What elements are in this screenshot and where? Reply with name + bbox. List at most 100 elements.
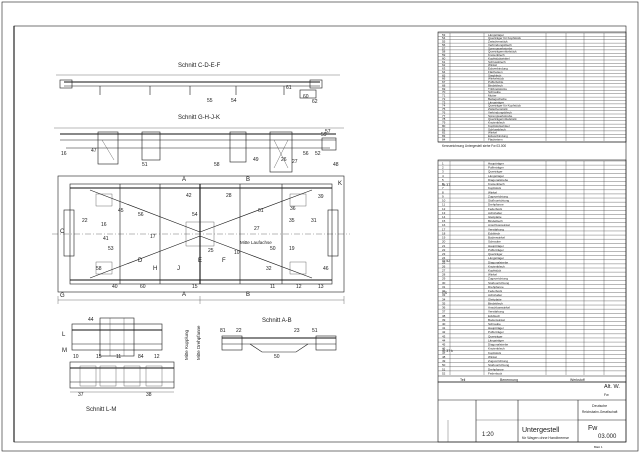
ghjk-callout-27: 27 <box>292 159 298 165</box>
plan-callout-54: 54 <box>192 212 198 218</box>
part-number: 83 <box>442 134 446 138</box>
part-number: 3 <box>442 170 444 174</box>
ghjk-callout-26: 26 <box>281 157 287 163</box>
plan-callout-50: 50 <box>270 246 276 252</box>
part-number: 74 <box>442 104 446 108</box>
part-number: 60 <box>442 56 446 60</box>
part-number: 46 <box>442 347 446 351</box>
part-label: Flacheisen <box>488 70 503 74</box>
section-cdef: Schnitt C-D-E-F 54 55 60 61 62 <box>56 63 340 105</box>
plan-callout-32: 32 <box>266 266 272 272</box>
plan-callout-40: 40 <box>112 284 118 290</box>
part-label: Querträgermittelstück <box>488 117 517 121</box>
company-bottom: Reichsbahn-Gesellschaft <box>582 410 618 414</box>
part-label: Schlussblech <box>488 127 506 131</box>
ghjk-callout-47: 47 <box>91 148 97 154</box>
lm-callout-38: 38 <box>146 392 152 398</box>
detail-left-lower: 44 10 15 11 84 12 L M Mitte Kupplung Mit… <box>62 317 201 360</box>
section-ab: Schnitt A-B 81 22 23 51 50 <box>220 318 337 360</box>
ghjk-callout-56: 56 <box>303 151 309 157</box>
plan-letter-a-bottom: A <box>182 292 186 298</box>
part-number: 27 <box>442 269 446 273</box>
part-number: 42 <box>442 330 446 334</box>
plan-callout-61: 61 <box>258 208 264 214</box>
ghjk-callout-58: 58 <box>214 162 220 168</box>
ghjk-right-bracket <box>269 131 293 173</box>
group-label-2: St 52 <box>442 259 450 263</box>
detail-callout-12: 12 <box>154 354 160 360</box>
part-number: 31 <box>442 285 446 289</box>
part-label: Querträger <box>488 170 503 174</box>
section-cdef-callout-55: 55 <box>207 98 213 104</box>
title-block-frame <box>437 381 627 443</box>
part-label: Kopfstück <box>488 269 502 273</box>
part-number: 12 <box>442 207 446 211</box>
part-label: Längsträger <box>488 33 504 37</box>
part-label: Bindeblech <box>488 301 503 305</box>
part-number: 7 <box>442 186 444 190</box>
section-lm: 37 38 Schnitt L-M <box>69 361 175 413</box>
part-number: 57 <box>442 46 446 50</box>
detail-callout-84: 84 <box>138 354 144 360</box>
part-number: 76 <box>442 110 446 114</box>
part-number: 14 <box>442 215 446 219</box>
part-label: Winkelstück <box>488 77 505 81</box>
part-label: Pufferträger <box>488 248 504 252</box>
part-number: 20 <box>442 240 446 244</box>
part-number: 44 <box>442 338 446 342</box>
plan-callout-60: 60 <box>140 284 146 290</box>
part-label: Gleitplatte <box>488 215 502 219</box>
plan-callout-19: 19 <box>289 246 295 252</box>
part-label: Hauptträger <box>488 326 504 330</box>
part-number: 21 <box>442 244 446 248</box>
section-cdef-callout-61: 61 <box>286 85 292 91</box>
part-number: 62 <box>442 63 446 67</box>
part-label: Drehpfanne <box>488 285 504 289</box>
part-label: Diagonalstrebe <box>488 178 509 182</box>
label-mitte-drehpfanne: Mitte Drehpfanne <box>196 325 201 360</box>
part-number: 4 <box>442 174 444 178</box>
part-number: 71 <box>442 94 446 98</box>
part-label: Kopfstück <box>488 351 502 355</box>
part-label: Kopfstückwinkel <box>488 124 510 128</box>
plan-view: A B A B C D E F G H J K 42 28 36 45 56 4… <box>52 175 350 304</box>
part-number: 32 <box>442 289 446 293</box>
plan-callout-22: 22 <box>82 218 88 224</box>
part-label: Knotenblech <box>488 182 505 186</box>
part-label: Anschlusswinkel <box>488 223 510 227</box>
part-number: 63 <box>442 67 446 71</box>
title-block: Alt. W. Fw Deutsche Reichsbahn-Gesellsch… <box>437 381 627 449</box>
ghjk-callout-59: 59 <box>321 132 327 138</box>
plan-callout-25: 25 <box>208 248 214 254</box>
part-number: 23 <box>442 252 446 256</box>
plan-callout-13: 13 <box>318 284 324 290</box>
part-number: 81 <box>442 127 446 131</box>
part-number: 13 <box>442 211 446 215</box>
part-label: Federbock <box>488 207 503 211</box>
section-lm-title: Schnitt L-M <box>86 407 116 413</box>
part-label: Bindeblech <box>488 219 503 223</box>
part-number: 67 <box>442 80 446 84</box>
part-label: Achshalter <box>488 211 502 215</box>
plan-letter-b-top: B <box>246 177 250 183</box>
part-label: Diagonalstrebe <box>488 343 509 347</box>
part-number: 56 <box>442 43 446 47</box>
part-number: 29 <box>442 277 446 281</box>
stamp-sub: Fw <box>604 393 609 397</box>
part-number: 68 <box>442 83 446 87</box>
plan-callout-39: 39 <box>318 194 324 200</box>
part-number: 45 <box>442 343 446 347</box>
part-label: Längsträger <box>488 174 504 178</box>
col-teil: Teil <box>460 378 465 382</box>
part-label: Gleitplatte <box>488 297 502 301</box>
plan-letter-c: C <box>60 229 65 235</box>
part-number: 16 <box>442 223 446 227</box>
group-label-3: GS <box>442 291 448 295</box>
part-label: Zugvorrichtung <box>488 194 508 198</box>
detail-callout-44: 44 <box>88 317 94 323</box>
plan-letter-a-top: A <box>182 177 186 183</box>
part-label: Stoßvorrichtung <box>488 281 510 285</box>
part-label: Knotenblech <box>488 347 505 351</box>
part-number: 58 <box>442 50 446 54</box>
